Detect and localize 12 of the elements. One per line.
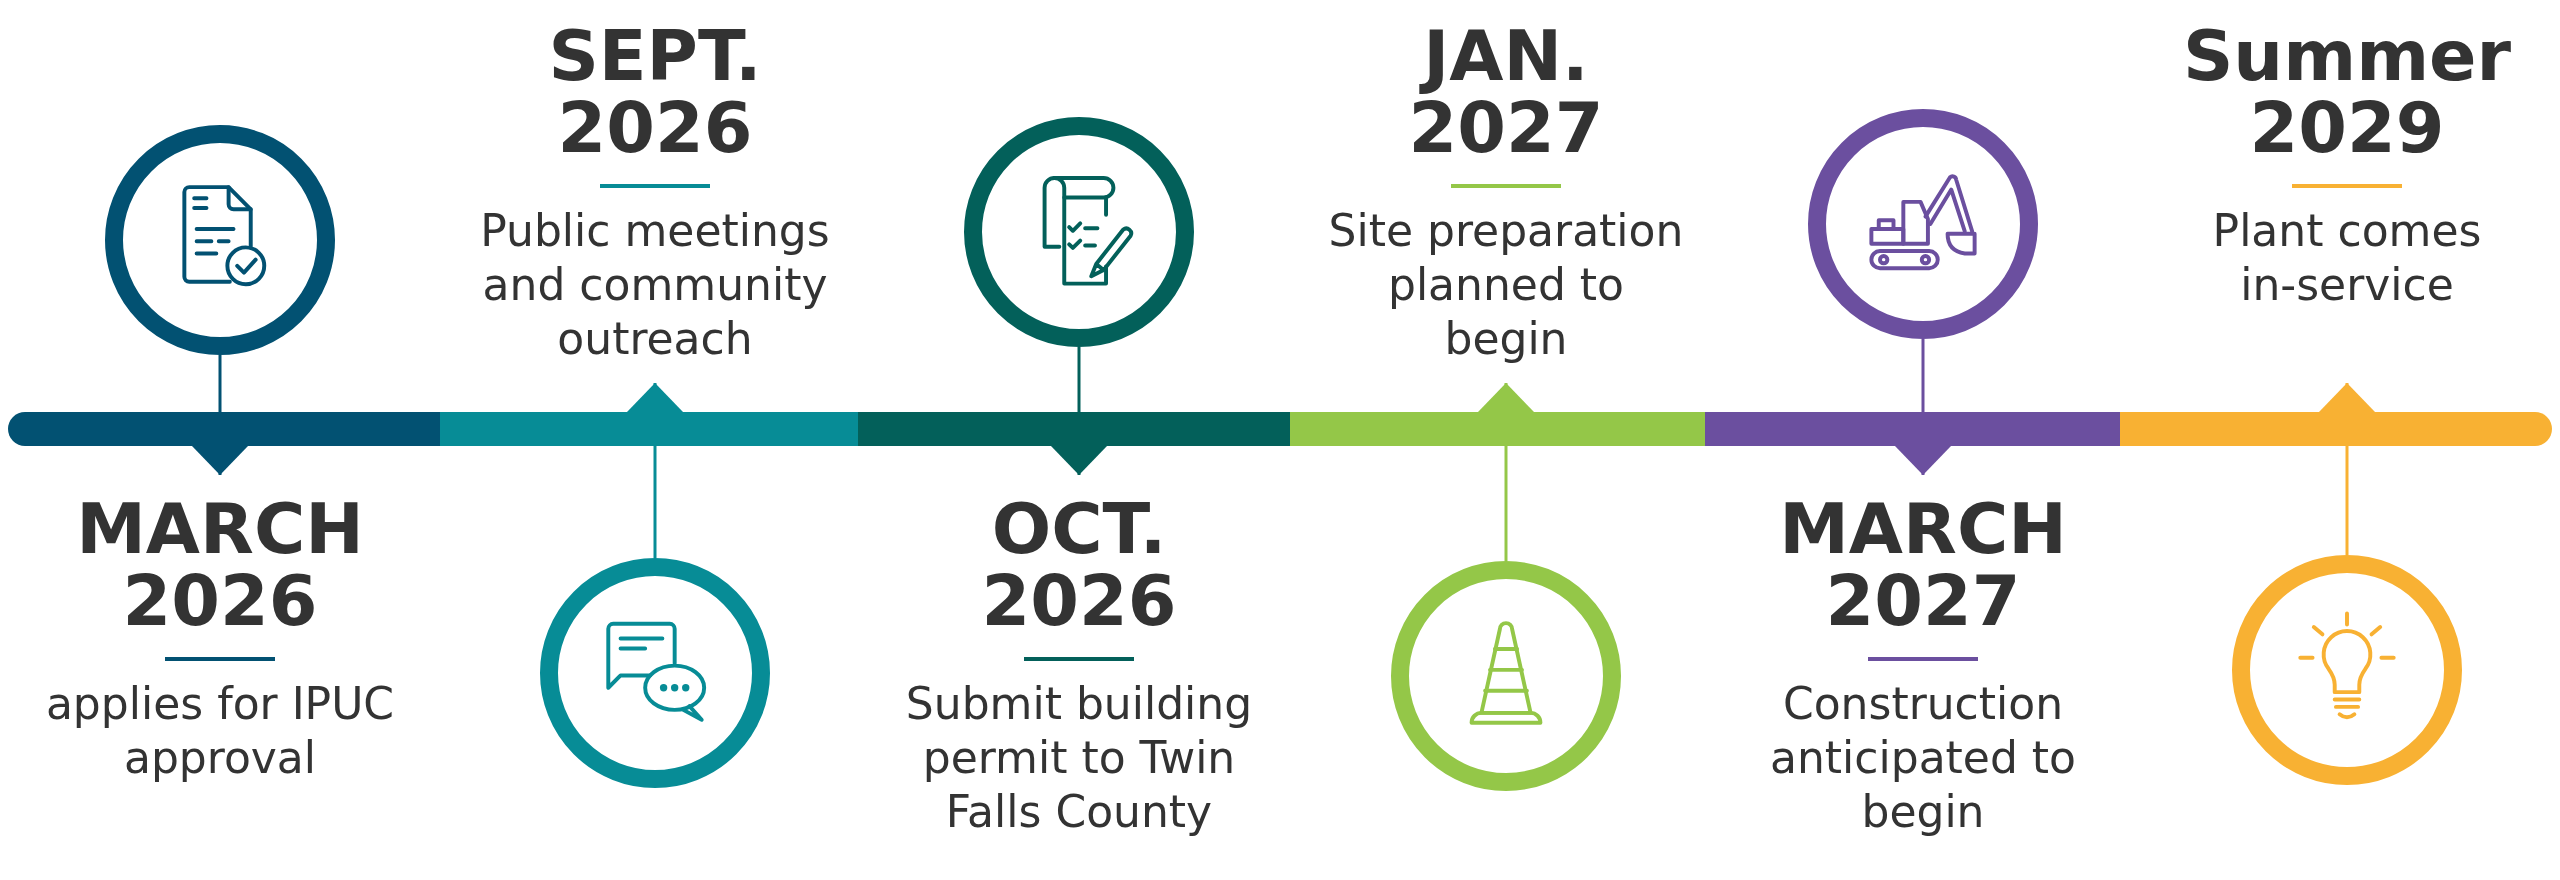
date-heading: Summer 2029 <box>2181 20 2513 164</box>
milestone-description: applies for IPUC approval <box>44 677 396 785</box>
milestone-description: Construction anticipated to begin <box>1768 677 2077 839</box>
milestone-description: Submit building permit to Twin Falls County <box>904 677 1254 839</box>
milestone-description: Plant comes in-service <box>2211 204 2483 312</box>
date-heading: OCT. 2026 <box>980 493 1178 637</box>
milestone-description: Public meetings and community outreach <box>479 204 831 366</box>
date-heading: MARCH 2026 <box>75 493 365 637</box>
date-heading: JAN. 2027 <box>1407 20 1605 164</box>
milestone-description: Site preparation planned to begin <box>1327 204 1685 366</box>
date-heading: MARCH 2027 <box>1778 493 2068 637</box>
date-heading: SEPT. 2026 <box>547 20 763 164</box>
